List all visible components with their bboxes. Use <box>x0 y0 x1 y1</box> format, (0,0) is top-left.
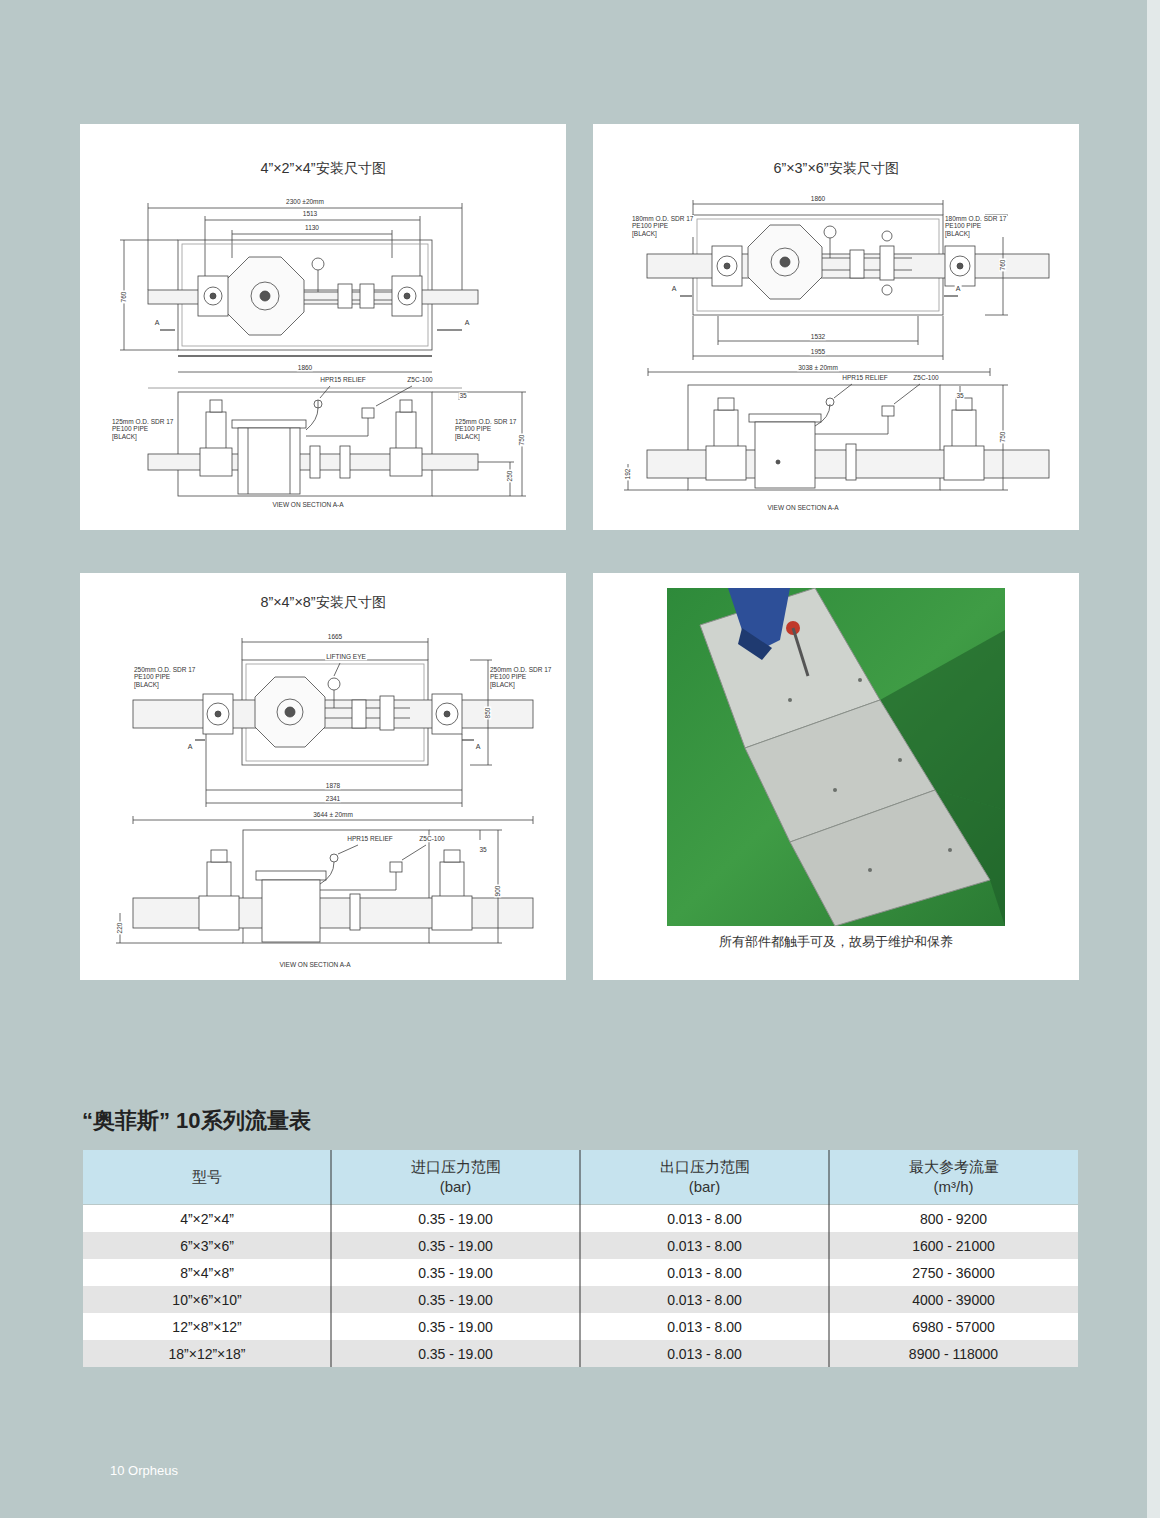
section-marker: A <box>955 285 962 293</box>
dimension-label: 760 <box>120 291 127 304</box>
dimension-label: 750 <box>999 431 1006 444</box>
pipe-note: 250mm O.D. SDR 17 PE100 PIPE [BLACK] <box>134 666 196 688</box>
table-cell: 0.35 - 19.00 <box>418 1291 493 1307</box>
dimension-label: 1860 <box>810 195 826 202</box>
table-cell: 2750 - 36000 <box>912 1264 995 1280</box>
dimension-label: Z5C-100 <box>406 376 433 383</box>
table-cell: 12”×8”×12” <box>172 1318 241 1334</box>
dimension-label: 1860 <box>297 364 313 371</box>
section-marker: A <box>671 285 678 293</box>
table-cell: 4000 - 39000 <box>912 1291 995 1307</box>
dimension-label: Z5C-100 <box>418 835 445 842</box>
dimension-label: VIEW ON SECTION A-A <box>278 961 351 968</box>
dimension-label: 1955 <box>810 348 826 355</box>
dimension-label: VIEW ON SECTION A-A <box>271 501 344 508</box>
dimension-label: 3644 ± 20mm <box>312 811 354 818</box>
panel-title: 6”×3”×6”安装尺寸图 <box>593 159 1079 178</box>
panel-grounds <box>80 124 1079 980</box>
table-cell: 1600 - 21000 <box>912 1237 995 1253</box>
edge-strip <box>1147 0 1160 1518</box>
table-cell: 0.013 - 8.00 <box>667 1291 742 1307</box>
dimension-label: 35 <box>458 392 467 399</box>
table-cell: 0.013 - 8.00 <box>667 1237 742 1253</box>
dimension-label: 1513 <box>302 210 318 217</box>
section-marker: A <box>154 319 161 327</box>
page-footer: 10 Orpheus <box>110 1464 178 1479</box>
installation-drawing-4in <box>120 203 526 496</box>
photo-panel: 所有部件都触手可及，故易于维护和保养 <box>593 573 1079 980</box>
table-cell: 6980 - 57000 <box>912 1318 995 1334</box>
table-cell: 10”×6”×10” <box>172 1291 241 1307</box>
pipe-note: 180mm O.D. SDR 17 PE100 PIPE [BLACK] <box>945 215 1007 237</box>
panel-title: 4”×2”×4”安装尺寸图 <box>80 159 566 178</box>
dimension-label: HPR15 RELIEF <box>346 835 394 842</box>
dimension-label: 1878 <box>325 782 341 789</box>
table-cell: 0.35 - 19.00 <box>418 1264 493 1280</box>
table-header-cell: 型号 <box>153 1167 261 1187</box>
dimension-label: 760 <box>999 259 1006 272</box>
dimension-label: 3038 ± 20mm <box>797 364 839 371</box>
pipe-note: 180mm O.D. SDR 17 PE100 PIPE [BLACK] <box>632 215 694 237</box>
dimension-label: HPR15 RELIEF <box>841 374 889 381</box>
dimension-label: 35 <box>955 392 964 399</box>
pipe-note: 125mm O.D. SDR 17 PE100 PIPE [BLACK] <box>455 418 517 440</box>
table-cell: 8900 - 118000 <box>909 1345 998 1361</box>
dimension-label: 850 <box>484 707 491 720</box>
panel-title: 8”×4”×8”安装尺寸图 <box>80 593 566 612</box>
table-cell: 0.35 - 19.00 <box>418 1210 493 1226</box>
installation-drawing-8in <box>116 638 533 943</box>
dimension-label: 900 <box>494 885 501 898</box>
table-header-cell: 进口压力范围 (bar) <box>402 1157 510 1198</box>
flow-table <box>83 1150 1078 1367</box>
table-cell: 0.35 - 19.00 <box>418 1345 493 1361</box>
dimension-label: LIFTING EYE <box>325 653 367 660</box>
section-marker: A <box>475 743 482 751</box>
dimension-label: 1130 <box>304 224 320 231</box>
photo-caption: 所有部件都触手可及，故易于维护和保养 <box>593 934 1079 951</box>
table-header-cell: 出口压力范围 (bar) <box>651 1157 759 1198</box>
table-cell: 0.013 - 8.00 <box>667 1210 742 1226</box>
section-title: “奥菲斯” 10系列流量表 <box>82 1106 311 1136</box>
pipe-note: 125mm O.D. SDR 17 PE100 PIPE [BLACK] <box>112 418 174 440</box>
dimension-label: 750 <box>518 434 525 447</box>
dimension-label: 2341 <box>325 795 341 802</box>
dimension-label: 2300 ±20mm <box>285 198 325 205</box>
table-cell: 800 - 9200 <box>920 1210 987 1226</box>
section-marker: A <box>464 319 471 327</box>
dimension-label: 192 <box>624 468 631 481</box>
section-marker: A <box>187 743 194 751</box>
dimension-label: 1532 <box>810 333 826 340</box>
table-cell: 18”×12”×18” <box>168 1345 245 1361</box>
drawing-panel: 8”×4”×8”安装尺寸图 <box>80 573 566 980</box>
maintenance-photo <box>667 588 1005 926</box>
dimension-label: 250 <box>506 470 513 483</box>
dimension-label: Z5C-100 <box>912 374 939 381</box>
installation-drawing-6in <box>624 200 1049 490</box>
table-cell: 4”×2”×4” <box>180 1210 234 1226</box>
table-cell: 8”×4”×8” <box>180 1264 234 1280</box>
table-cell: 6”×3”×6” <box>180 1237 234 1253</box>
dimension-label: 35 <box>478 846 487 853</box>
dimension-label: 1665 <box>327 633 343 640</box>
pipe-note: 250mm O.D. SDR 17 PE100 PIPE [BLACK] <box>490 666 552 688</box>
dimension-label: 220 <box>116 922 123 935</box>
dimension-label: HPR15 RELIEF <box>319 376 367 383</box>
table-cell: 0.013 - 8.00 <box>667 1318 742 1334</box>
table-cell: 0.35 - 19.00 <box>418 1237 493 1253</box>
drawing-panel: 6”×3”×6”安装尺寸图 <box>593 124 1079 530</box>
dimension-label: VIEW ON SECTION A-A <box>766 504 839 511</box>
table-cell: 0.013 - 8.00 <box>667 1345 742 1361</box>
table-cell: 0.35 - 19.00 <box>418 1318 493 1334</box>
table-cell: 0.013 - 8.00 <box>667 1264 742 1280</box>
table-header-cell: 最大参考流量 (m³/h) <box>900 1157 1008 1198</box>
